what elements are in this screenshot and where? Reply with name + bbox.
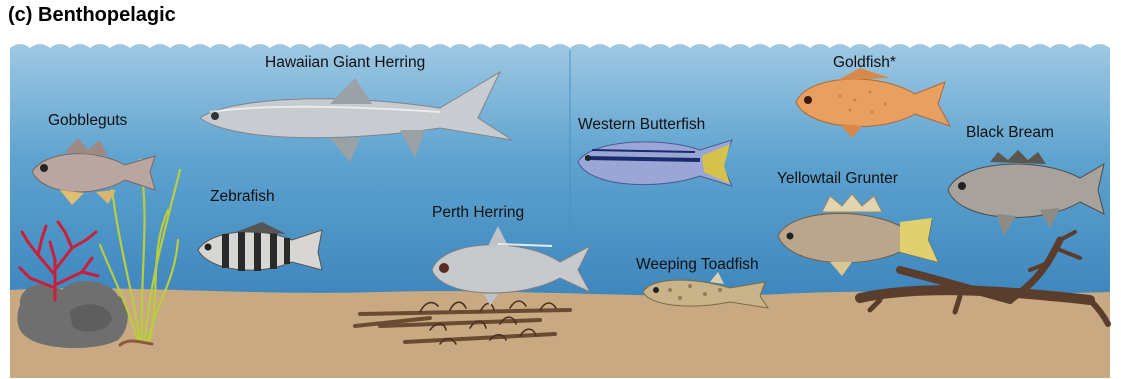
- label-gobbleguts: Gobbleguts: [48, 112, 127, 130]
- label-perth-herring: Perth Herring: [432, 204, 524, 222]
- western-butterfish-fish: [578, 140, 732, 186]
- label-zebrafish: Zebrafish: [210, 188, 275, 206]
- sand: [10, 288, 1110, 378]
- label-goldfish: Goldfish*: [833, 54, 896, 72]
- label-black-bream: Black Bream: [966, 124, 1054, 142]
- rock: [17, 281, 127, 348]
- label-hawaiian-giant-herring: Hawaiian Giant Herring: [265, 54, 425, 72]
- label-western-butterfish: Western Butterfish: [578, 116, 705, 134]
- label-yellowtail-grunter: Yellowtail Grunter: [777, 170, 898, 188]
- label-weeping-toadfish: Weeping Toadfish: [636, 256, 759, 274]
